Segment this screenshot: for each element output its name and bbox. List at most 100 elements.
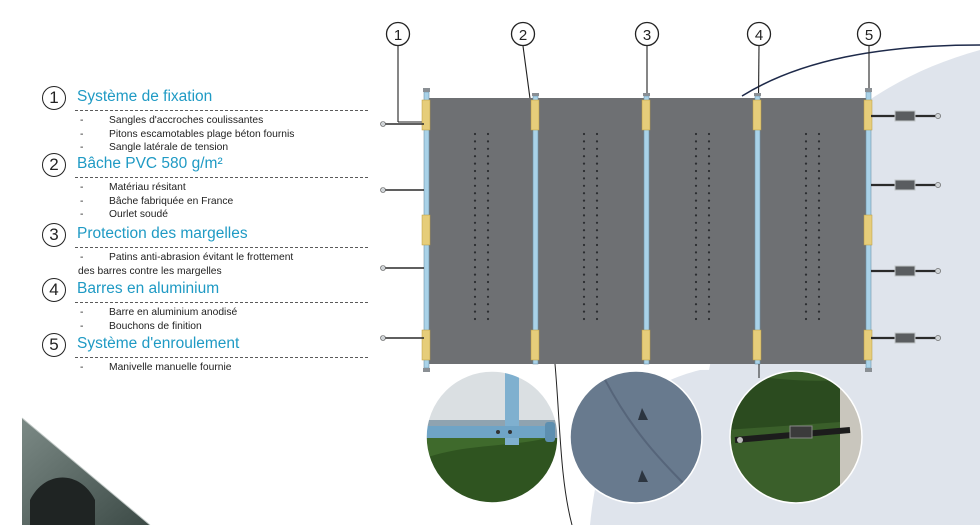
grommet-dot — [817, 236, 821, 239]
section-enroulement: 5 Système d'enroulement -Manivelle manue… — [42, 333, 368, 375]
grommet-dot — [595, 162, 599, 165]
grommet-dot — [694, 169, 698, 173]
section-divider — [75, 302, 368, 303]
list-item: -Matériau résitant — [80, 182, 186, 193]
grommet-dot — [694, 155, 698, 158]
section-title: Bâche PVC 580 g/m² — [77, 155, 223, 172]
grommet-dot — [804, 177, 808, 180]
grommet-dot — [486, 251, 490, 254]
grommet-dot — [707, 169, 711, 173]
grommet-dot — [595, 303, 599, 306]
grommet-dot — [804, 273, 808, 276]
diagram-number-1: 1 — [385, 21, 411, 47]
grommet-dot — [486, 295, 490, 298]
diagram-number-3: 3 — [634, 21, 660, 47]
grommet-dot — [473, 132, 477, 136]
grommet-dot — [473, 310, 477, 313]
grommet-dot — [473, 214, 477, 217]
grommet-dot — [582, 280, 586, 284]
grommet-dot — [595, 140, 599, 143]
grommet-dot — [582, 317, 586, 321]
grommet-dot — [595, 251, 599, 254]
grommet-dot — [817, 317, 821, 321]
grommet-dot — [595, 192, 599, 195]
grommet-dot — [582, 214, 586, 217]
grommet-dot — [486, 310, 490, 313]
grommet-dot — [817, 303, 821, 306]
grommet-dot — [473, 295, 477, 298]
grommet-dot — [804, 155, 808, 158]
grommet-dot — [817, 162, 821, 165]
grommet-dot — [817, 140, 821, 143]
grommet-dot — [694, 258, 698, 261]
diagram-number-2: 2 — [510, 21, 536, 47]
grommet-dot — [694, 192, 698, 195]
grommet-dot — [694, 303, 698, 306]
list-item: -Pitons escamotables plage béton fournis — [80, 128, 295, 140]
grommet-dot — [804, 147, 808, 150]
grommet-dot — [486, 132, 490, 136]
grommet-dot — [473, 140, 477, 143]
grommet-dot — [817, 221, 821, 224]
grommet-dot — [804, 221, 808, 224]
grommet-dot — [804, 236, 808, 239]
grommet-dot — [595, 147, 599, 150]
grommet-dot — [694, 229, 698, 232]
grommet-dot — [707, 295, 711, 298]
grommet-dot — [582, 310, 586, 313]
grommet-dot — [486, 155, 490, 158]
grommet-dot — [817, 184, 821, 187]
grommet-dot — [595, 132, 599, 136]
grommet-dot — [694, 199, 698, 202]
section-number: 4 — [42, 278, 66, 302]
grommet-dot — [473, 199, 477, 202]
grommet-dot — [707, 258, 711, 261]
grommet-dot — [804, 162, 808, 165]
grommet-dot — [817, 243, 821, 247]
grommet-dot — [486, 280, 490, 284]
grommet-dot — [707, 177, 711, 180]
grommet-dot — [694, 132, 698, 136]
grommet-dot — [595, 229, 599, 232]
grommet-dots — [473, 132, 821, 321]
ratchet-strap — [871, 265, 941, 277]
grommet-dot — [694, 273, 698, 276]
section-barres: 4 Barres en aluminium -Barre en aluminiu… — [42, 278, 368, 333]
grommet-dot — [804, 310, 808, 313]
grommet-dot — [582, 251, 586, 254]
grommet-dot — [595, 184, 599, 187]
section-divider — [75, 177, 368, 178]
ratchet-strap — [871, 179, 941, 191]
grommet-dot — [707, 192, 711, 195]
grommet-dot — [582, 258, 586, 261]
list-item: -Patins anti-abrasion évitant le frottem… — [80, 252, 294, 263]
grommet-dot — [473, 288, 477, 291]
list-item: -Manivelle manuelle fournie — [80, 362, 232, 373]
grommet-dot — [804, 280, 808, 284]
grommet-dot — [694, 147, 698, 150]
grommet-dot — [582, 140, 586, 143]
grommet-dot — [707, 206, 711, 210]
grommet-dot — [595, 243, 599, 247]
grommet-dot — [707, 273, 711, 276]
grommet-dot — [486, 192, 490, 195]
grommet-dot — [486, 177, 490, 180]
grommet-dot — [595, 258, 599, 261]
ratchet-strap — [871, 110, 941, 122]
list-item: -Bâche fabriquée en France — [80, 195, 234, 207]
section-title: Système d'enroulement — [77, 335, 240, 352]
grommet-dot — [707, 184, 711, 187]
grommet-dot — [473, 243, 477, 247]
grommet-dot — [582, 192, 586, 195]
grommet-dot — [473, 162, 477, 165]
grommet-dot — [582, 162, 586, 165]
grommet-dot — [473, 184, 477, 187]
left-fixing-straps — [385, 123, 424, 339]
grommet-dot — [804, 184, 808, 187]
list-item-continuation: des barres contre les margelles — [78, 265, 222, 277]
grommet-dot — [486, 243, 490, 247]
grommet-dot — [486, 147, 490, 150]
grommet-dot — [595, 288, 599, 291]
grommet-dot — [817, 251, 821, 254]
